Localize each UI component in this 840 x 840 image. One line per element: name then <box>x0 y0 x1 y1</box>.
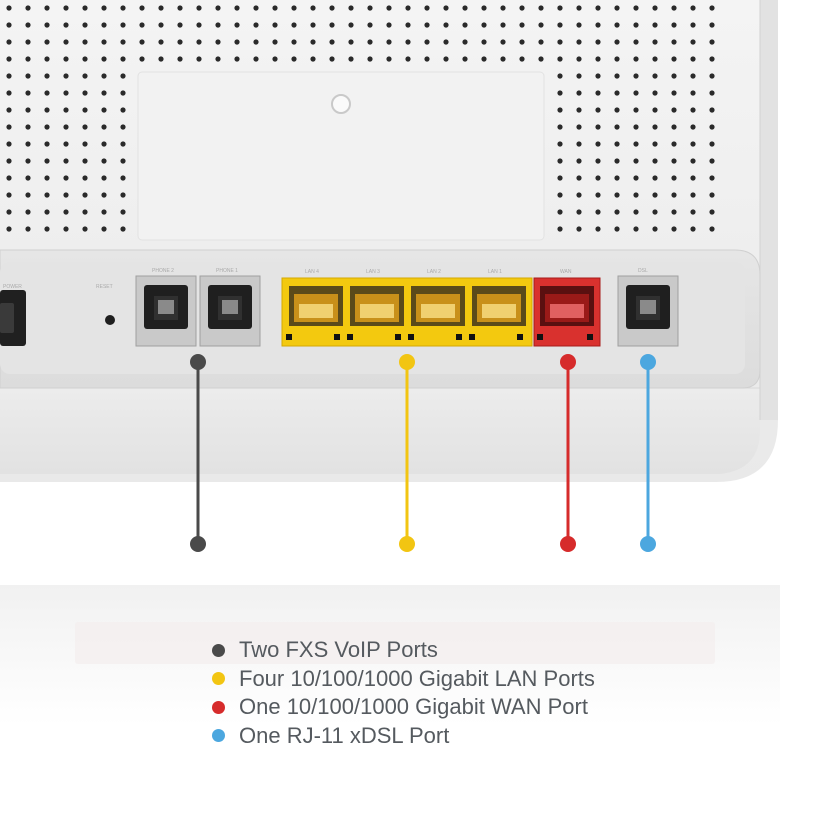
legend-dot-icon <box>212 643 225 657</box>
callout-lan <box>399 354 415 552</box>
legend-label: One 10/100/1000 Gigabit WAN Port <box>239 694 588 719</box>
voip-port-1 <box>135 275 197 347</box>
vent-grid-top <box>128 0 558 68</box>
vent-grid-left <box>0 0 128 240</box>
lan-port-3 <box>347 286 404 340</box>
voip-port-2-label: PHONE 1 <box>216 268 238 274</box>
dsl-port-label: DSL <box>638 268 648 274</box>
power-port-label: POWER <box>3 284 22 290</box>
callout-voip <box>190 354 206 552</box>
callout-wan <box>560 354 576 552</box>
legend-dot-icon <box>212 672 225 686</box>
dsl-port <box>617 275 679 347</box>
lan-port-2 <box>408 286 465 340</box>
lan-port-4 <box>286 286 343 340</box>
callout-dsl <box>640 354 656 552</box>
label-plate <box>137 71 545 241</box>
legend-item-dsl: One RJ-11 xDSL Port <box>212 722 812 751</box>
port-legend: Two FXS VoIP Ports Four 10/100/1000 Giga… <box>212 636 812 750</box>
legend-dot-icon <box>212 700 225 714</box>
lan-port-1 <box>469 286 526 340</box>
voip-port-1-label: PHONE 2 <box>152 268 174 274</box>
lan-port-1-label: LAN 1 <box>488 269 502 275</box>
legend-item-lan: Four 10/100/1000 Gigabit LAN Ports <box>212 665 812 694</box>
legend-label: Two FXS VoIP Ports <box>239 637 438 662</box>
legend-item-voip: Two FXS VoIP Ports <box>212 636 812 665</box>
legend-label: One RJ-11 xDSL Port <box>239 722 450 748</box>
lan-port-2-label: LAN 2 <box>427 269 441 275</box>
router-base <box>0 388 760 474</box>
voip-port-2 <box>199 275 261 347</box>
reset-button <box>105 315 115 325</box>
wan-port <box>533 277 601 347</box>
reflection-faint-ports <box>75 622 715 664</box>
reset-label: RESET <box>96 284 113 290</box>
wan-port-label: WAN <box>560 269 572 275</box>
wall-mount-hole <box>331 94 351 114</box>
vent-grid-right <box>556 0 726 240</box>
legend-dot-icon <box>212 729 225 743</box>
lan-port-4-label: LAN 4 <box>305 269 319 275</box>
legend-label: Four 10/100/1000 Gigabit LAN Ports <box>239 665 595 691</box>
lan-port-3-label: LAN 3 <box>366 269 380 275</box>
legend-item-wan: One 10/100/1000 Gigabit WAN Port <box>212 693 812 722</box>
